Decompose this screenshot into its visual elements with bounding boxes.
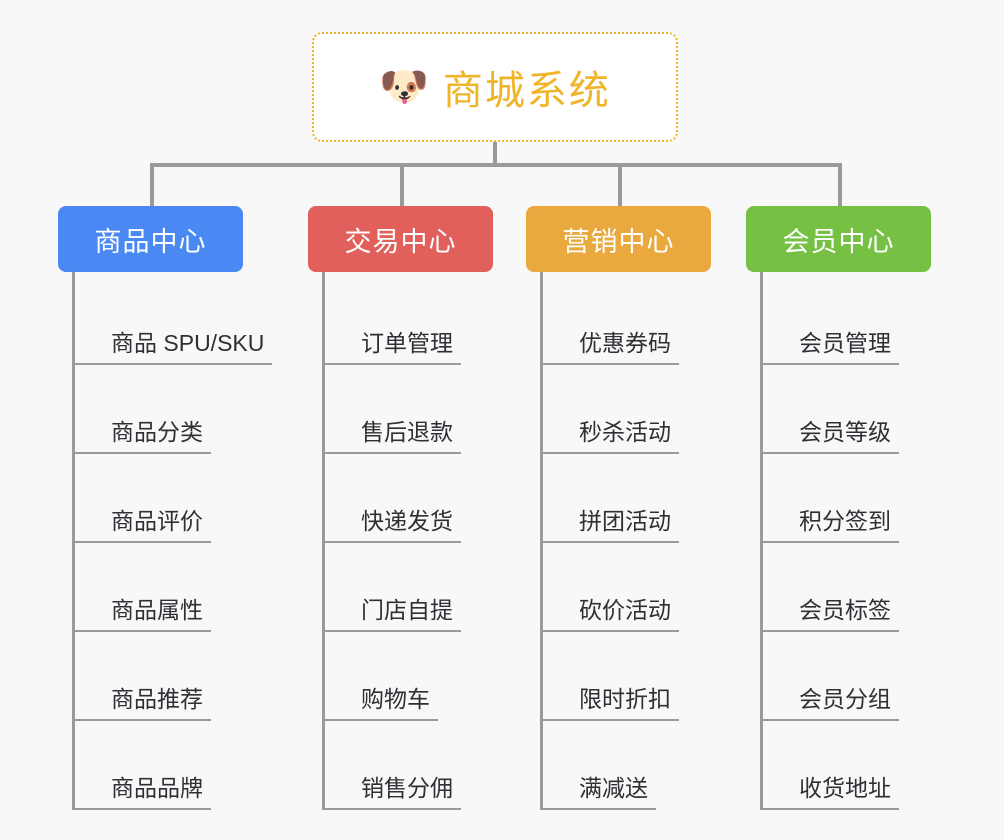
leaf-label: 商品评价	[75, 502, 211, 543]
dog-face-icon: 🐶	[379, 65, 429, 109]
leaf-item[interactable]: 商品品牌	[75, 721, 272, 810]
root-title: 商城系统	[442, 69, 611, 113]
leaf-item[interactable]: 拼团活动	[543, 454, 711, 543]
leaf-label: 会员标签	[763, 591, 899, 632]
leaf-label: 快递发货	[325, 502, 461, 543]
connector-drop-4	[838, 163, 842, 206]
leaf-label: 限时折扣	[543, 680, 679, 721]
leaf-label: 会员等级	[763, 413, 899, 454]
branch-header[interactable]: 营销中心	[526, 206, 711, 272]
leaf-label: 购物车	[325, 680, 438, 721]
leaf-item[interactable]: 商品分类	[75, 365, 272, 454]
root-node[interactable]: 🐶 商城系统	[312, 32, 678, 142]
leaf-label: 销售分佣	[325, 769, 461, 810]
branch-marketing-center: 营销中心 优惠券码 秒杀活动 拼团活动 砍价活动 限时折扣 满减送	[526, 206, 711, 810]
leaf-label: 优惠券码	[543, 324, 679, 365]
branch-member-center: 会员中心 会员管理 会员等级 积分签到 会员标签 会员分组 收货地址	[746, 206, 931, 810]
leaf-label: 商品品牌	[75, 769, 211, 810]
leaf-item[interactable]: 限时折扣	[543, 632, 711, 721]
connector-bus-bar	[150, 163, 842, 167]
leaf-item[interactable]: 商品评价	[75, 454, 272, 543]
leaf-label: 商品分类	[75, 413, 211, 454]
leaf-item[interactable]: 满减送	[543, 721, 711, 810]
leaf-label: 秒杀活动	[543, 413, 679, 454]
leaf-item[interactable]: 商品属性	[75, 543, 272, 632]
branch-product-center: 商品中心 商品 SPU/SKU 商品分类 商品评价 商品属性 商品推荐 商品品牌	[58, 206, 273, 810]
connector-drop-2	[400, 163, 404, 206]
leaf-label: 售后退款	[325, 413, 461, 454]
leaf-label: 商品推荐	[75, 680, 211, 721]
leaf-label: 会员分组	[763, 680, 899, 721]
leaf-label: 订单管理	[325, 324, 461, 365]
connector-drop-3	[618, 163, 622, 206]
leaf-item[interactable]: 售后退款	[325, 365, 493, 454]
connector-root-stem	[493, 142, 497, 166]
leaf-label: 商品属性	[75, 591, 211, 632]
leaf-item[interactable]: 商品 SPU/SKU	[74, 276, 273, 365]
leaf-label: 商品 SPU/SKU	[74, 324, 273, 365]
leaf-item[interactable]: 销售分佣	[325, 721, 493, 810]
branch-trade-center: 交易中心 订单管理 售后退款 快递发货 门店自提 购物车 销售分佣	[308, 206, 493, 810]
leaf-item[interactable]: 会员管理	[763, 276, 931, 365]
leaf-item[interactable]: 购物车	[325, 632, 493, 721]
leaf-item[interactable]: 会员等级	[763, 365, 931, 454]
leaf-item[interactable]: 订单管理	[325, 276, 493, 365]
leaf-item[interactable]: 快递发货	[325, 454, 493, 543]
leaf-list: 会员管理 会员等级 积分签到 会员标签 会员分组 收货地址	[760, 272, 931, 810]
leaf-list: 优惠券码 秒杀活动 拼团活动 砍价活动 限时折扣 满减送	[540, 272, 711, 810]
branch-header[interactable]: 会员中心	[746, 206, 931, 272]
leaf-label: 砍价活动	[543, 591, 679, 632]
leaf-item[interactable]: 会员分组	[763, 632, 931, 721]
leaf-item[interactable]: 优惠券码	[543, 276, 711, 365]
leaf-label: 门店自提	[325, 591, 461, 632]
leaf-item[interactable]: 秒杀活动	[543, 365, 711, 454]
leaf-item[interactable]: 门店自提	[325, 543, 493, 632]
leaf-label: 会员管理	[763, 324, 899, 365]
leaf-item[interactable]: 商品推荐	[75, 632, 272, 721]
leaf-item[interactable]: 积分签到	[763, 454, 931, 543]
leaf-list: 订单管理 售后退款 快递发货 门店自提 购物车 销售分佣	[322, 272, 493, 810]
leaf-item[interactable]: 会员标签	[763, 543, 931, 632]
branch-header[interactable]: 商品中心	[58, 206, 243, 272]
leaf-item[interactable]: 收货地址	[763, 721, 931, 810]
leaf-list: 商品 SPU/SKU 商品分类 商品评价 商品属性 商品推荐 商品品牌	[72, 272, 273, 810]
leaf-label: 积分签到	[763, 502, 899, 543]
connector-drop-1	[150, 163, 154, 206]
leaf-label: 拼团活动	[543, 502, 679, 543]
leaf-label: 满减送	[543, 769, 656, 810]
leaf-label: 收货地址	[763, 769, 899, 810]
branch-header[interactable]: 交易中心	[308, 206, 493, 272]
leaf-item[interactable]: 砍价活动	[543, 543, 711, 632]
